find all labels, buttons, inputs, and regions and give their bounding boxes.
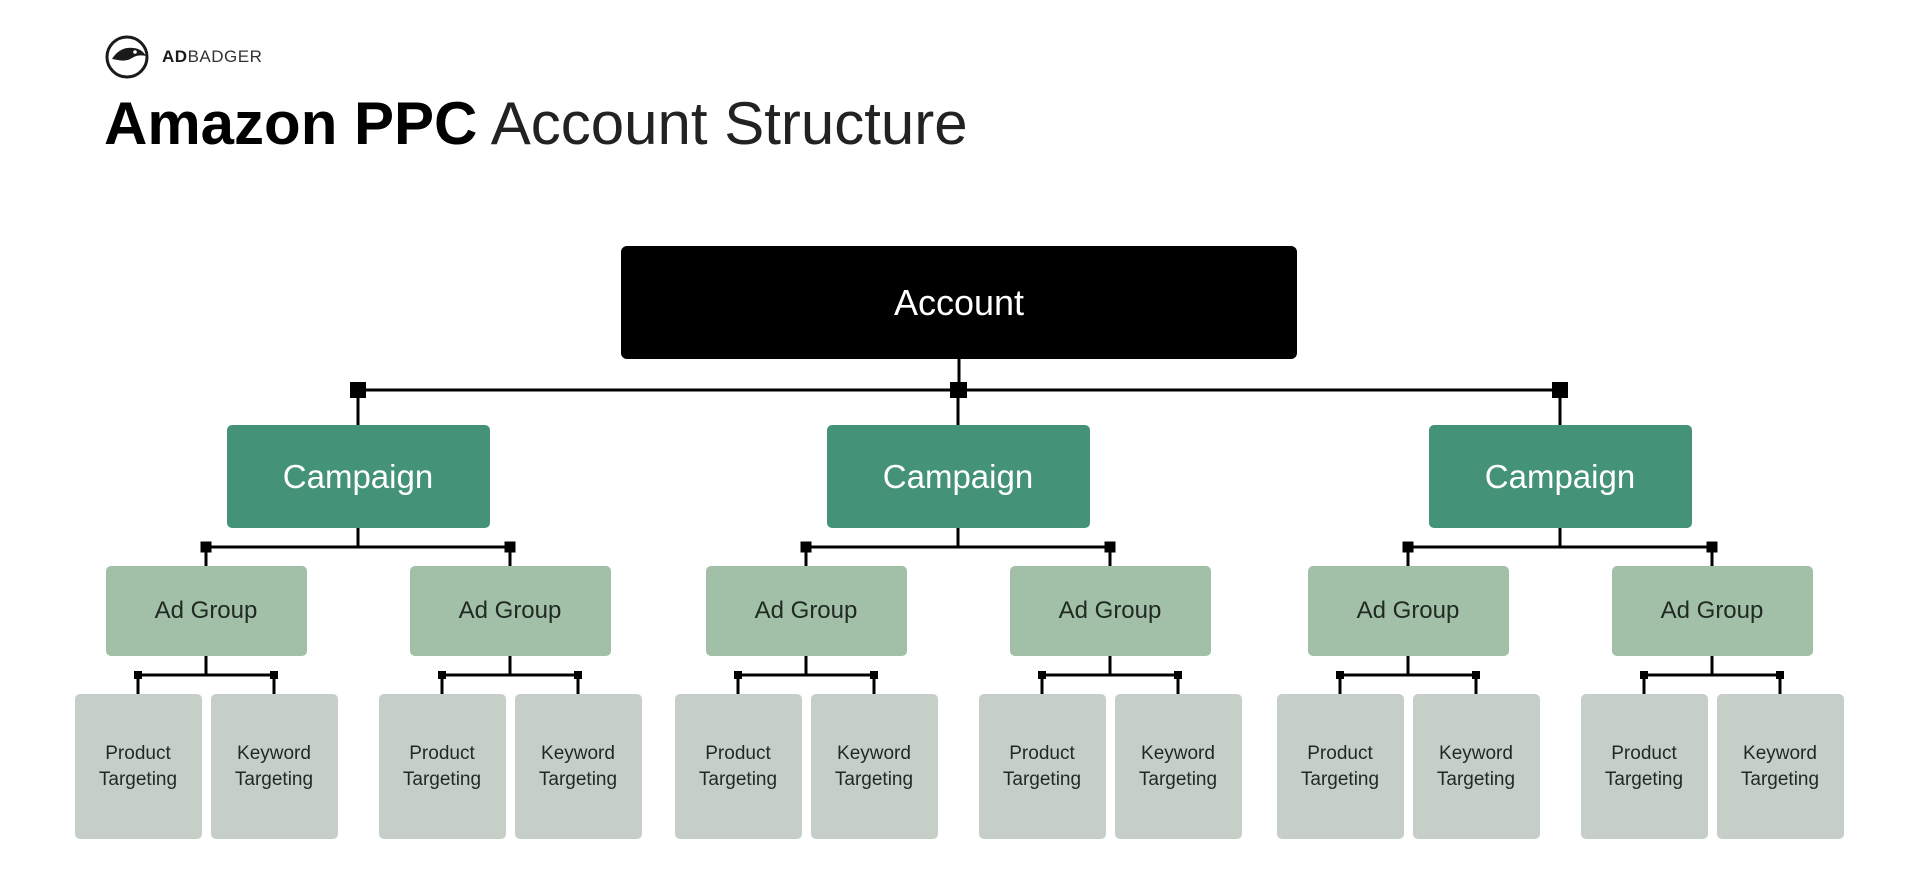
- account-node: Account: [621, 246, 1297, 359]
- campaign-node: Campaign: [826, 425, 1090, 528]
- ad-group-node: Ad Group: [1307, 566, 1509, 656]
- title-bold: Amazon PPC: [104, 90, 478, 157]
- campaign-node: Campaign: [1428, 425, 1692, 528]
- targeting-label-line2: Targeting: [538, 768, 618, 790]
- targeting-label-line2: Targeting: [98, 768, 178, 790]
- ad-group-node: Ad Group: [705, 566, 907, 656]
- ad-group-node: Ad Group: [1611, 566, 1813, 656]
- ad-group-node: Ad Group: [409, 566, 611, 656]
- targeting-label-line2: Targeting: [402, 768, 482, 790]
- targeting-label-line2: Targeting: [834, 768, 914, 790]
- targeting-label-line1: Keyword: [237, 742, 311, 764]
- ad-group-node: Ad Group: [1009, 566, 1211, 656]
- targeting-label-line2: Targeting: [1436, 768, 1516, 790]
- targeting-label-line2: Targeting: [1002, 768, 1082, 790]
- targeting-label-line1: Product: [1009, 742, 1075, 764]
- targeting-label-line2: Targeting: [234, 768, 314, 790]
- targeting-label-line1: Product: [105, 742, 171, 764]
- targeting-label-line2: Targeting: [1604, 768, 1684, 790]
- badger-logo-icon: [105, 35, 149, 79]
- page-title: Amazon PPC Account Structure: [104, 88, 968, 160]
- targeting-label-line1: Keyword: [837, 742, 911, 764]
- targeting-label-line2: Targeting: [1300, 768, 1380, 790]
- targeting-label-line1: Product: [1307, 742, 1373, 764]
- targeting-label-line1: Keyword: [1743, 742, 1817, 764]
- targeting-label-line1: Product: [1611, 742, 1677, 764]
- targeting-label-line1: Keyword: [1141, 742, 1215, 764]
- brand-name: ADBADGER: [162, 47, 263, 66]
- targeting-label-line2: Targeting: [1138, 768, 1218, 790]
- title-light: Account Structure: [490, 90, 968, 157]
- targeting-label-line1: Product: [409, 742, 475, 764]
- adbadger-logo: ADBADGER: [104, 34, 262, 80]
- ad-group-node: Ad Group: [105, 566, 307, 656]
- targeting-label-line2: Targeting: [1740, 768, 1820, 790]
- targeting-label-line1: Keyword: [541, 742, 615, 764]
- targeting-label-line1: Keyword: [1439, 742, 1513, 764]
- targeting-label-line1: Product: [705, 742, 771, 764]
- campaign-node: Campaign: [226, 425, 490, 528]
- targeting-label-line2: Targeting: [698, 768, 778, 790]
